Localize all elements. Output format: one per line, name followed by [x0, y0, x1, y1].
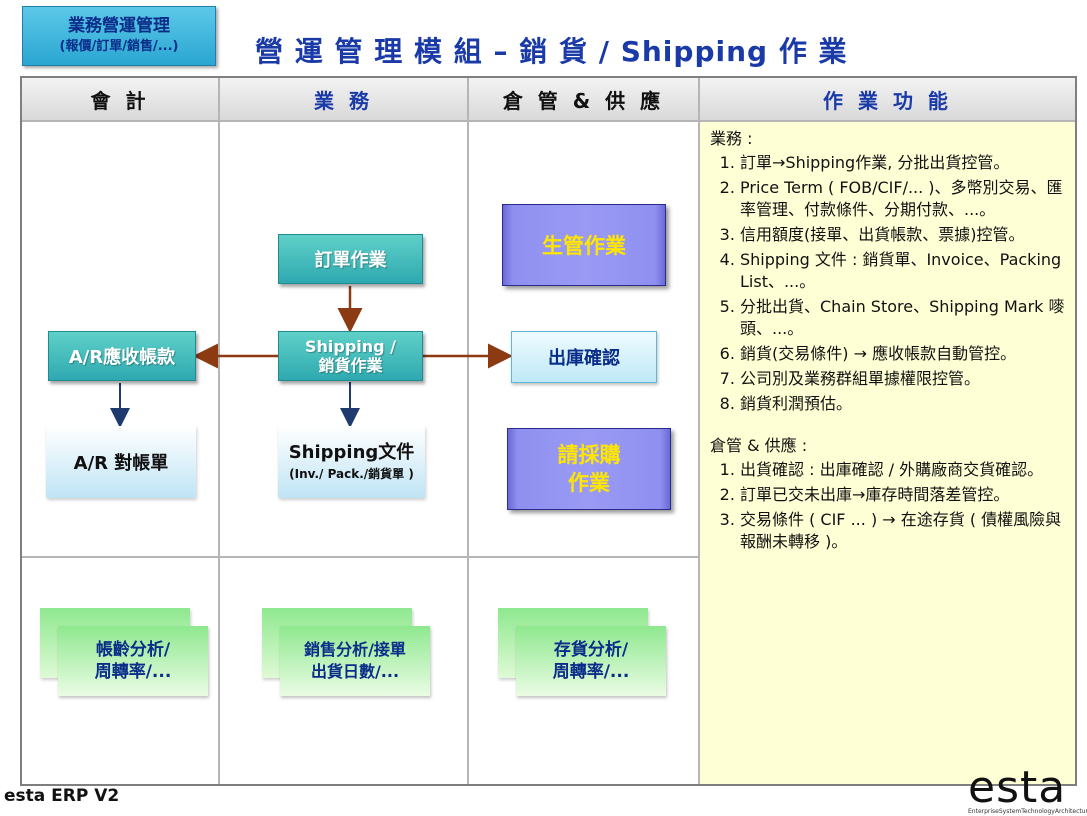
row-divider	[22, 556, 698, 558]
table-frame	[20, 76, 1077, 786]
aging-line2: 周轉率/...	[94, 662, 172, 682]
node-shipping-line1: Shipping /	[304, 337, 397, 356]
sales-line1: 銷售分析/接單	[304, 640, 406, 659]
node-purchase-line1: 請採購	[557, 443, 621, 467]
logo-subtitle: EnterpriseSystemTechnologyArchitecture	[968, 808, 1087, 815]
esta-logo: esta EnterpriseSystemTechnologyArchitect…	[968, 762, 1087, 816]
doc-shipping-line2: (Inv./ Pack./銷貨單 )	[289, 467, 414, 481]
stock-line2: 周轉率/...	[552, 662, 630, 682]
node-order: 訂單作業	[278, 234, 423, 284]
doc-sales-analysis: 銷售分析/接單 出貨日數/...	[280, 626, 430, 696]
header-functions: 作 業 功 能	[700, 78, 1075, 120]
doc-shipping: Shipping文件 (Inv./ Pack./銷貨單 )	[278, 426, 425, 498]
logo-word: esta	[968, 762, 1067, 813]
badge-line1: 業務營運管理	[68, 16, 170, 36]
list-item: Shipping 文件 : 銷貨單、Invoice、Packing List、.…	[740, 249, 1072, 293]
list-item: 銷貨(交易條件) → 應收帳款自動管控。	[740, 343, 1072, 365]
node-production: 生管作業	[502, 204, 666, 286]
functions-warehouse-title: 倉管 & 供應 :	[710, 436, 808, 455]
badge-line2: (報價/訂單/銷售/...)	[59, 39, 179, 54]
functions-warehouse-list: 出貨確認 : 出庫確認 / 外購廠商交貨確認。 訂單已交未出庫→庫存時間落差管控…	[710, 459, 1072, 553]
list-item: 分批出貨、Chain Store、Shipping Mark 嘜頭、...。	[740, 296, 1072, 340]
page-title: 營 運 管 理 模 組 – 銷 貨 / Shipping 作 業	[255, 35, 848, 68]
node-purchase-line2: 作業	[568, 471, 610, 495]
footer-product-name: esta ERP V2	[4, 786, 120, 806]
column-divider	[698, 78, 700, 784]
functions-sales-list: 訂單→Shipping作業, 分批出貨控管。 Price Term ( FOB/…	[710, 152, 1072, 415]
list-item: Price Term ( FOB/CIF/... )、多幣別交易、匯率管理、付款…	[740, 177, 1072, 221]
header-divider	[22, 120, 1075, 122]
node-ar: A/R應收帳款	[48, 331, 196, 381]
doc-shipping-line1: Shipping文件	[288, 442, 415, 463]
functions-sales-title: 業務 :	[710, 129, 753, 148]
list-item: 交易條件 ( CIF ... ) → 在途存貨 ( 債權風險與報酬未轉移 )。	[740, 509, 1072, 553]
node-shipping: Shipping / 銷貨作業	[278, 331, 423, 381]
header-accounting: 會 計	[22, 78, 218, 120]
list-item: 出貨確認 : 出庫確認 / 外購廠商交貨確認。	[740, 459, 1072, 481]
list-item: 訂單→Shipping作業, 分批出貨控管。	[740, 152, 1072, 174]
stock-line1: 存貨分析/	[553, 640, 629, 660]
header-warehouse: 倉 管 & 供 應	[469, 78, 698, 120]
functions-text: 業務 : 訂單→Shipping作業, 分批出貨控管。 Price Term (…	[710, 128, 1072, 556]
doc-aging-analysis: 帳齡分析/ 周轉率/...	[58, 626, 208, 696]
header-sales: 業 務	[220, 78, 467, 120]
list-item: 訂單已交未出庫→庫存時間落差管控。	[740, 484, 1072, 506]
list-item: 銷貨利潤預估。	[740, 393, 1072, 415]
node-outbound: 出庫確認	[511, 331, 657, 383]
list-item: 信用額度(接單、出貨帳款、票據)控管。	[740, 224, 1072, 246]
module-badge: 業務營運管理 (報價/訂單/銷售/...)	[22, 6, 216, 66]
aging-line1: 帳齡分析/	[95, 640, 171, 660]
sales-line2: 出貨日數/...	[310, 662, 400, 681]
node-purchase: 請採購 作業	[507, 428, 671, 510]
doc-stock-analysis: 存貨分析/ 周轉率/...	[516, 626, 666, 696]
list-item: 公司別及業務群組單據權限控管。	[740, 368, 1072, 390]
functions-panel	[700, 122, 1075, 784]
node-shipping-line2: 銷貨作業	[318, 356, 383, 375]
doc-ar-statement: A/R 對帳單	[46, 426, 196, 498]
column-divider	[218, 78, 220, 784]
column-divider	[467, 78, 469, 784]
